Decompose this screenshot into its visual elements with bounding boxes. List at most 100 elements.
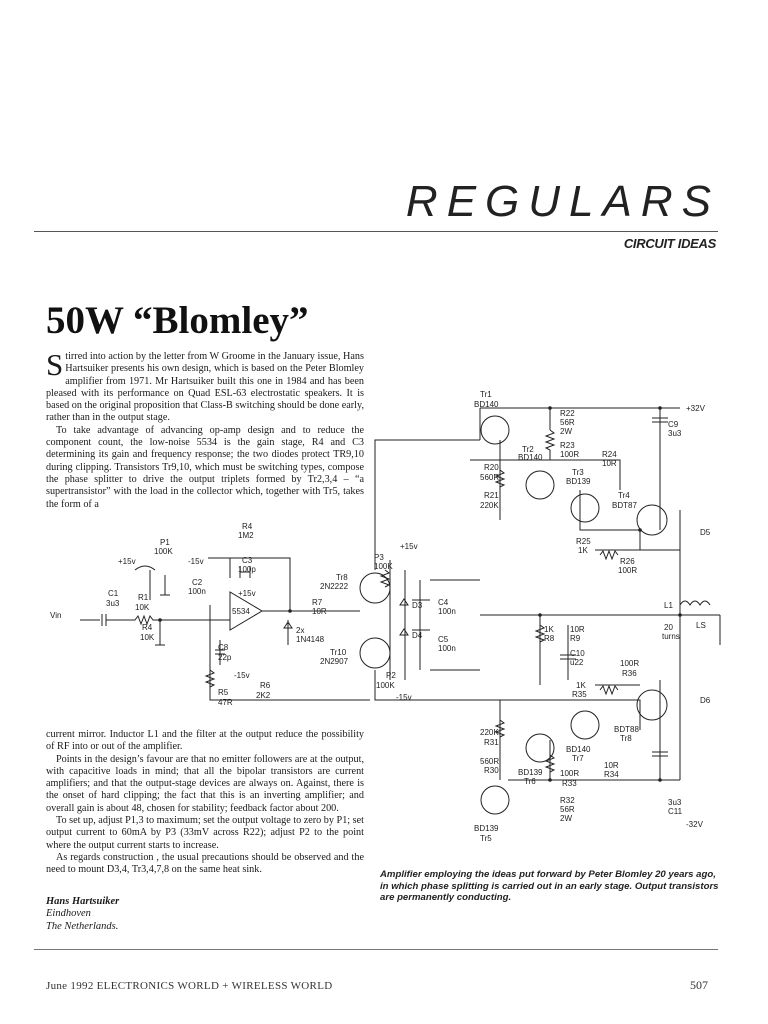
label-p2: P2 bbox=[386, 671, 396, 680]
top-rule bbox=[34, 231, 718, 232]
label-r33: R33 bbox=[562, 779, 577, 788]
label-tr8-type: 2N2222 bbox=[320, 582, 349, 591]
label-tr5-type: BD139 bbox=[474, 824, 499, 833]
label-c9-val: 3u3 bbox=[668, 429, 682, 438]
label-l1-val: 20 bbox=[664, 623, 673, 632]
label-r1: R1 bbox=[138, 593, 149, 602]
label-r32-w: 2W bbox=[560, 814, 572, 823]
label-tr7: Tr7 bbox=[572, 754, 584, 763]
label-c10-val: u22 bbox=[570, 658, 584, 667]
label-c4: C4 bbox=[438, 598, 449, 607]
label-c3-val: 100p bbox=[238, 565, 256, 574]
label-r24-val: 10R bbox=[602, 459, 617, 468]
label-r7: R7 bbox=[312, 598, 323, 607]
label-r26-val: 100R bbox=[618, 566, 637, 575]
label-op-minus: -15v bbox=[234, 671, 250, 680]
label-tr6-type: BD139 bbox=[518, 768, 543, 777]
label-r36: R36 bbox=[622, 669, 637, 678]
label-c1: C1 bbox=[108, 589, 119, 598]
label-r6: R6 bbox=[260, 681, 271, 690]
label-tr8: Tr8 bbox=[336, 573, 348, 582]
label-p1: P1 bbox=[160, 538, 170, 547]
label-tr6: Tr6 bbox=[524, 777, 536, 786]
label-p1-val: 100K bbox=[154, 547, 173, 556]
label-r33-val: 100R bbox=[560, 769, 579, 778]
label-r8-val: 1K bbox=[544, 625, 554, 634]
drop-cap: S bbox=[46, 347, 64, 382]
section-subtitle: CIRCUIT IDEAS bbox=[623, 236, 716, 251]
label-plus15: +15v bbox=[400, 542, 418, 551]
label-c8: C8 bbox=[218, 643, 229, 652]
label-r25: R25 bbox=[576, 537, 591, 546]
author-country: The Netherlands. bbox=[46, 920, 119, 932]
label-r5: R5 bbox=[218, 688, 229, 697]
label-c3: C3 bbox=[242, 556, 253, 565]
label-r22-val: 56R bbox=[560, 418, 575, 427]
author-signature: Hans Hartsuiker Eindhoven The Netherland… bbox=[46, 896, 119, 933]
label-diodes: 2x bbox=[296, 626, 304, 635]
label-p1-minus: -15v bbox=[188, 557, 204, 566]
label-r30: R30 bbox=[484, 766, 499, 775]
label-tr8b-type: BDT88 bbox=[614, 725, 639, 734]
label-r1-val: 10K bbox=[135, 603, 150, 612]
label-c2-val: 100n bbox=[188, 587, 206, 596]
figure-caption: Amplifier employing the ideas put forwar… bbox=[380, 869, 719, 903]
label-tr2: Tr2 bbox=[522, 445, 534, 454]
paragraph-2: To take advantage of advancing op-amp de… bbox=[46, 424, 364, 510]
label-r36-val: 100R bbox=[620, 659, 639, 668]
label-tr3-type: BD139 bbox=[566, 477, 591, 486]
label-ls: LS bbox=[696, 621, 706, 630]
label-tr3: Tr3 bbox=[572, 468, 584, 477]
label-r35: R35 bbox=[572, 690, 587, 699]
label-r31: R31 bbox=[484, 738, 499, 747]
label-op-type: 5534 bbox=[232, 607, 250, 616]
label-r20-val: 560R bbox=[480, 473, 499, 482]
paragraph-4: Points in the design’s favour are that n… bbox=[46, 753, 364, 814]
label-r22-w: 2W bbox=[560, 427, 572, 436]
label-c2: C2 bbox=[192, 578, 203, 587]
label-tr1: Tr1 bbox=[480, 390, 492, 399]
label-r21-val: 220K bbox=[480, 501, 499, 510]
label-c11-val: 3u3 bbox=[668, 798, 682, 807]
label-r23: R23 bbox=[560, 441, 575, 450]
paragraph-5: To set up, adjust P1,3 to maximum; set t… bbox=[46, 815, 364, 851]
article-headline: 50W “Blomley” bbox=[46, 299, 309, 342]
label-tr5: Tr5 bbox=[480, 834, 492, 843]
label-op-plus: +15v bbox=[238, 589, 256, 598]
label-r21: R21 bbox=[484, 491, 499, 500]
paragraph-6: As regards construction , the usual prec… bbox=[46, 851, 364, 876]
label-c10: C10 bbox=[570, 649, 585, 658]
label-r34: R34 bbox=[604, 770, 619, 779]
label-r22: R22 bbox=[560, 409, 575, 418]
author-name: Hans Hartsuiker bbox=[46, 896, 120, 907]
label-p3-val: 100K bbox=[374, 562, 393, 571]
label-tr10: Tr10 bbox=[330, 648, 347, 657]
label-c8-val: 22p bbox=[218, 653, 232, 662]
label-d5: D5 bbox=[700, 528, 711, 537]
label-r4-val: 1M2 bbox=[238, 531, 254, 540]
label-r34-val: 10R bbox=[604, 761, 619, 770]
label-minus32: -32V bbox=[686, 820, 704, 829]
label-diodes-type: 1N4148 bbox=[296, 635, 325, 644]
label-plus32: +32V bbox=[686, 404, 706, 413]
label-c9: C9 bbox=[668, 420, 679, 429]
label-r26: R26 bbox=[620, 557, 635, 566]
label-c1-val: 3u3 bbox=[106, 599, 120, 608]
label-r32: R32 bbox=[560, 796, 575, 805]
label-r32-val: 56R bbox=[560, 805, 575, 814]
label-r9-val: 10R bbox=[570, 625, 585, 634]
paragraph-3: current mirror. Inductor L1 and the filt… bbox=[46, 729, 364, 753]
label-r6-val: 2K2 bbox=[256, 691, 271, 700]
section-title: REGULARS bbox=[405, 177, 720, 226]
label-r31-val: 220K bbox=[480, 728, 499, 737]
label-d4: D4 bbox=[412, 631, 423, 640]
label-vin: Vin bbox=[50, 611, 61, 620]
label-r5-val: 47R bbox=[218, 698, 233, 707]
bottom-rule bbox=[34, 949, 718, 950]
amplifier-schematic: Tr1 BD140 R22 56R 2W +32V C9 3u3 Tr2 BD1… bbox=[50, 390, 721, 843]
label-r20: R20 bbox=[484, 463, 499, 472]
label-r4b: R4 bbox=[142, 623, 153, 632]
label-tr1-type: BD140 bbox=[474, 400, 499, 409]
label-r30-val: 560R bbox=[480, 757, 499, 766]
